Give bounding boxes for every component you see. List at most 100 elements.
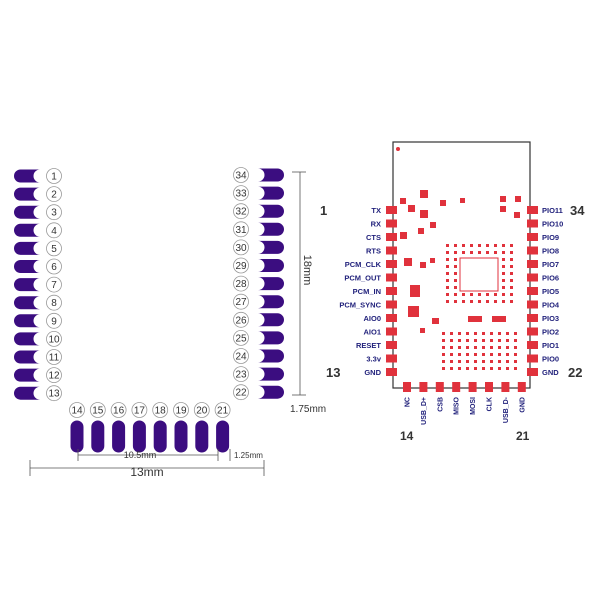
pin-number-circle [46, 276, 62, 293]
pin-number: 13 [326, 365, 340, 380]
footprint-pad [258, 168, 285, 182]
via-dot [478, 293, 481, 296]
copper-feature [460, 198, 465, 203]
via-dot [462, 244, 465, 247]
copper-feature [408, 306, 419, 317]
pin-number: 1 [51, 172, 57, 183]
dim-height-label: 18mm [301, 255, 313, 286]
pin-label: PCM_SYNC [339, 301, 381, 310]
via-dot [442, 360, 445, 363]
via-dot [458, 367, 461, 370]
pin-number: 19 [175, 406, 187, 417]
pin1-marker [396, 147, 400, 151]
footprint-pad [14, 241, 41, 255]
via-dot [486, 293, 489, 296]
pin-number-circle [233, 239, 249, 256]
via-dot [502, 265, 505, 268]
via-dot [502, 279, 505, 282]
via-dot [514, 346, 517, 349]
footprint-pad [112, 420, 126, 453]
via-dot [454, 272, 457, 275]
pin-label: PIO0 [542, 355, 559, 364]
via-dot [490, 353, 493, 356]
pin-number: 2 [51, 190, 57, 201]
pin-number-circle [46, 330, 62, 347]
pin-number-circle [46, 312, 62, 329]
pin-label: PCM_IN [353, 287, 381, 296]
footprint-pad [14, 260, 41, 273]
copper-feature [408, 205, 415, 212]
pin-number-circle [46, 385, 62, 402]
module-pad [386, 354, 397, 363]
module-pad [386, 206, 397, 214]
chip-outline [459, 257, 499, 292]
pin-label: PIO6 [542, 274, 559, 283]
module-pad [386, 327, 397, 336]
footprint-pad [258, 367, 285, 381]
footprint-pad [258, 277, 285, 291]
copper-feature [400, 198, 406, 204]
via-dot [466, 332, 469, 335]
via-dot [502, 293, 505, 296]
pin-number: 33 [235, 189, 247, 200]
pin-number: 13 [48, 389, 60, 400]
pin-number: 34 [570, 203, 585, 218]
footprint-pad [195, 420, 209, 453]
pin-number-circle [233, 257, 249, 274]
via-dot [446, 251, 449, 254]
pin-number: 27 [235, 297, 247, 308]
module-pad [527, 354, 538, 363]
pin-number: 9 [51, 316, 57, 327]
via-dot [506, 360, 509, 363]
pin-number: 29 [235, 261, 247, 272]
via-dot [442, 353, 445, 356]
module-pad [527, 314, 538, 322]
pin-label: PIO4 [542, 301, 560, 310]
pin-number: 15 [92, 406, 104, 417]
pin-label: GND [542, 368, 559, 377]
copper-feature [500, 206, 506, 212]
pin-number-circle [46, 349, 62, 365]
pin-number-circle [233, 311, 249, 328]
footprint-pad [14, 278, 41, 292]
pin-label: RX [371, 220, 381, 229]
copper-feature [468, 316, 482, 322]
footprint-pad [14, 205, 41, 219]
copper-feature [500, 196, 506, 202]
via-dot [446, 293, 449, 296]
pin-number-circle [233, 384, 249, 401]
via-dot [494, 300, 497, 303]
dim-width-label: 13mm [130, 465, 163, 479]
via-dot [458, 353, 461, 356]
pin-label: MOSI [470, 397, 477, 415]
via-dot [450, 360, 453, 363]
via-dot [486, 251, 489, 254]
pin-number: 23 [235, 370, 247, 381]
pin-number-circle [46, 294, 62, 311]
via-dot [482, 353, 485, 356]
module-pad [386, 219, 397, 228]
via-dot [498, 360, 501, 363]
pin-label: NC [405, 397, 412, 407]
via-dot [498, 353, 501, 356]
pin-number-circle [193, 402, 210, 418]
pin-number: 11 [49, 353, 60, 364]
copper-feature [420, 190, 428, 198]
pin-number: 6 [51, 262, 57, 273]
module-pad [386, 233, 397, 241]
module-pad [386, 260, 397, 268]
via-dot [514, 339, 517, 342]
copper-feature [432, 318, 439, 324]
via-dot [502, 286, 505, 289]
module-pad [527, 273, 538, 282]
pin-number: 5 [51, 244, 57, 255]
pin-label: PIO7 [542, 260, 559, 269]
via-dot [458, 346, 461, 349]
via-dot [458, 360, 461, 363]
pin-number: 22 [568, 365, 582, 380]
pin-number: 14 [71, 406, 83, 417]
via-dot [514, 353, 517, 356]
module-pad [403, 382, 411, 392]
pin-label: PCM_OUT [344, 274, 381, 283]
via-dot [482, 360, 485, 363]
